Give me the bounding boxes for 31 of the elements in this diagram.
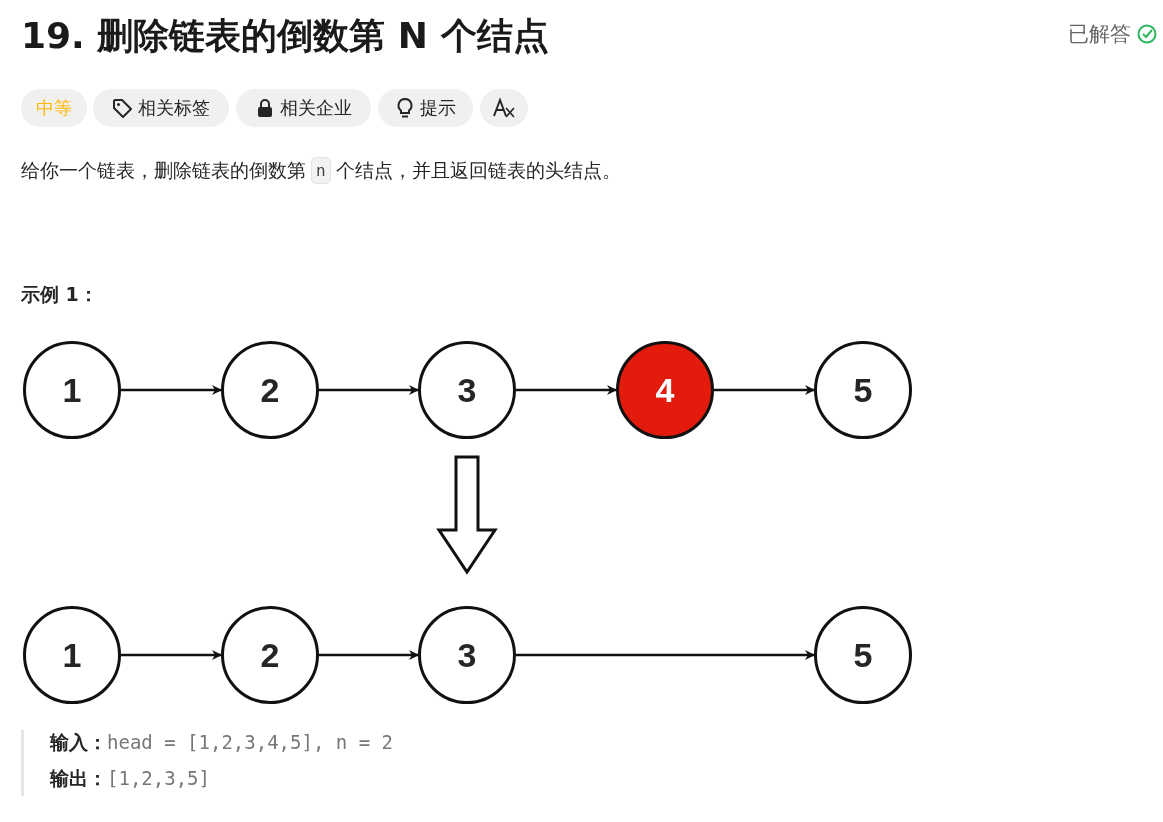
description-text: 个结点，并且返回链表的头结点。 (335, 157, 621, 183)
description-text: 给你一个链表，删除链表的倒数第 (21, 157, 306, 183)
node-number: 1 (62, 635, 82, 675)
node-number: 5 (853, 635, 873, 675)
code-value: head = [1,2,3,4,5], n = 2 (107, 731, 393, 753)
node-number: 2 (260, 370, 280, 410)
arrow (121, 650, 222, 660)
field-label: 输出： (50, 766, 107, 791)
field-label: 输入： (50, 730, 107, 755)
arrow (714, 385, 815, 395)
arrow (516, 650, 815, 660)
arrow (121, 385, 222, 395)
node-number: 3 (457, 370, 477, 410)
page-title: 19. 删除链表的倒数第 N 个结点 (21, 14, 549, 58)
node-number: 2 (260, 635, 280, 675)
status-text: 已解答 (1068, 21, 1131, 48)
example-heading: 示例 1： (21, 282, 98, 307)
inline-code: n (311, 157, 331, 184)
related-tags-button: 相关标签 (93, 89, 229, 127)
block-arrow (436, 455, 498, 575)
related-companies-button: 相关企业 (236, 89, 371, 127)
node-number: 5 (853, 370, 873, 410)
node-number: 3 (457, 635, 477, 675)
node-number: 4 (655, 370, 675, 410)
arrow (319, 385, 419, 395)
code-value: [1,2,3,5] (107, 767, 210, 789)
hint-button: 提示 (378, 89, 473, 127)
arrow (319, 650, 419, 660)
difficulty-tag: 中等 (21, 89, 87, 127)
arrow (516, 385, 617, 395)
node-number: 1 (62, 370, 82, 410)
